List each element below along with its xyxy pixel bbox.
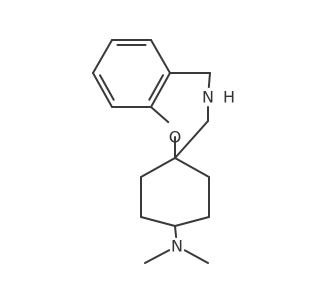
atom-label-nitrogen-ring: N	[202, 88, 214, 107]
cyclohexane-bond-3	[140, 216, 176, 227]
benzene-inner-double-bond-2	[148, 74, 164, 101]
bond-amine-methyl-right	[183, 249, 209, 264]
atom-label-nitrogen-amine: N	[171, 237, 183, 256]
benzene-bond-2-3	[150, 39, 171, 74]
bond-nh-ch2	[207, 72, 211, 89]
bond-spiro-ch2	[174, 120, 209, 159]
bond-arene-oxygen	[150, 106, 170, 124]
benzene-bond-3-4	[150, 72, 171, 108]
cyclohexane-bond-4	[174, 216, 210, 227]
bond-amine-methyl-left	[144, 249, 171, 264]
cyclohexane-bond-6	[174, 157, 210, 178]
benzene-bond-6-1	[92, 39, 113, 74]
bond-layer	[92, 39, 211, 264]
atom-label-oxygen: O	[169, 128, 182, 147]
bond-ring-amine	[174, 225, 178, 239]
structure-canvas: O N H N	[92, 39, 235, 264]
benzene-bond-5-6	[92, 72, 113, 108]
molecule-drawing: O N H N	[92, 39, 235, 264]
atom-label-hydrogen-ring: H	[223, 88, 235, 107]
cyclohexane-bond-1	[140, 157, 176, 178]
benzene-inner-double-bond-3	[99, 74, 115, 101]
